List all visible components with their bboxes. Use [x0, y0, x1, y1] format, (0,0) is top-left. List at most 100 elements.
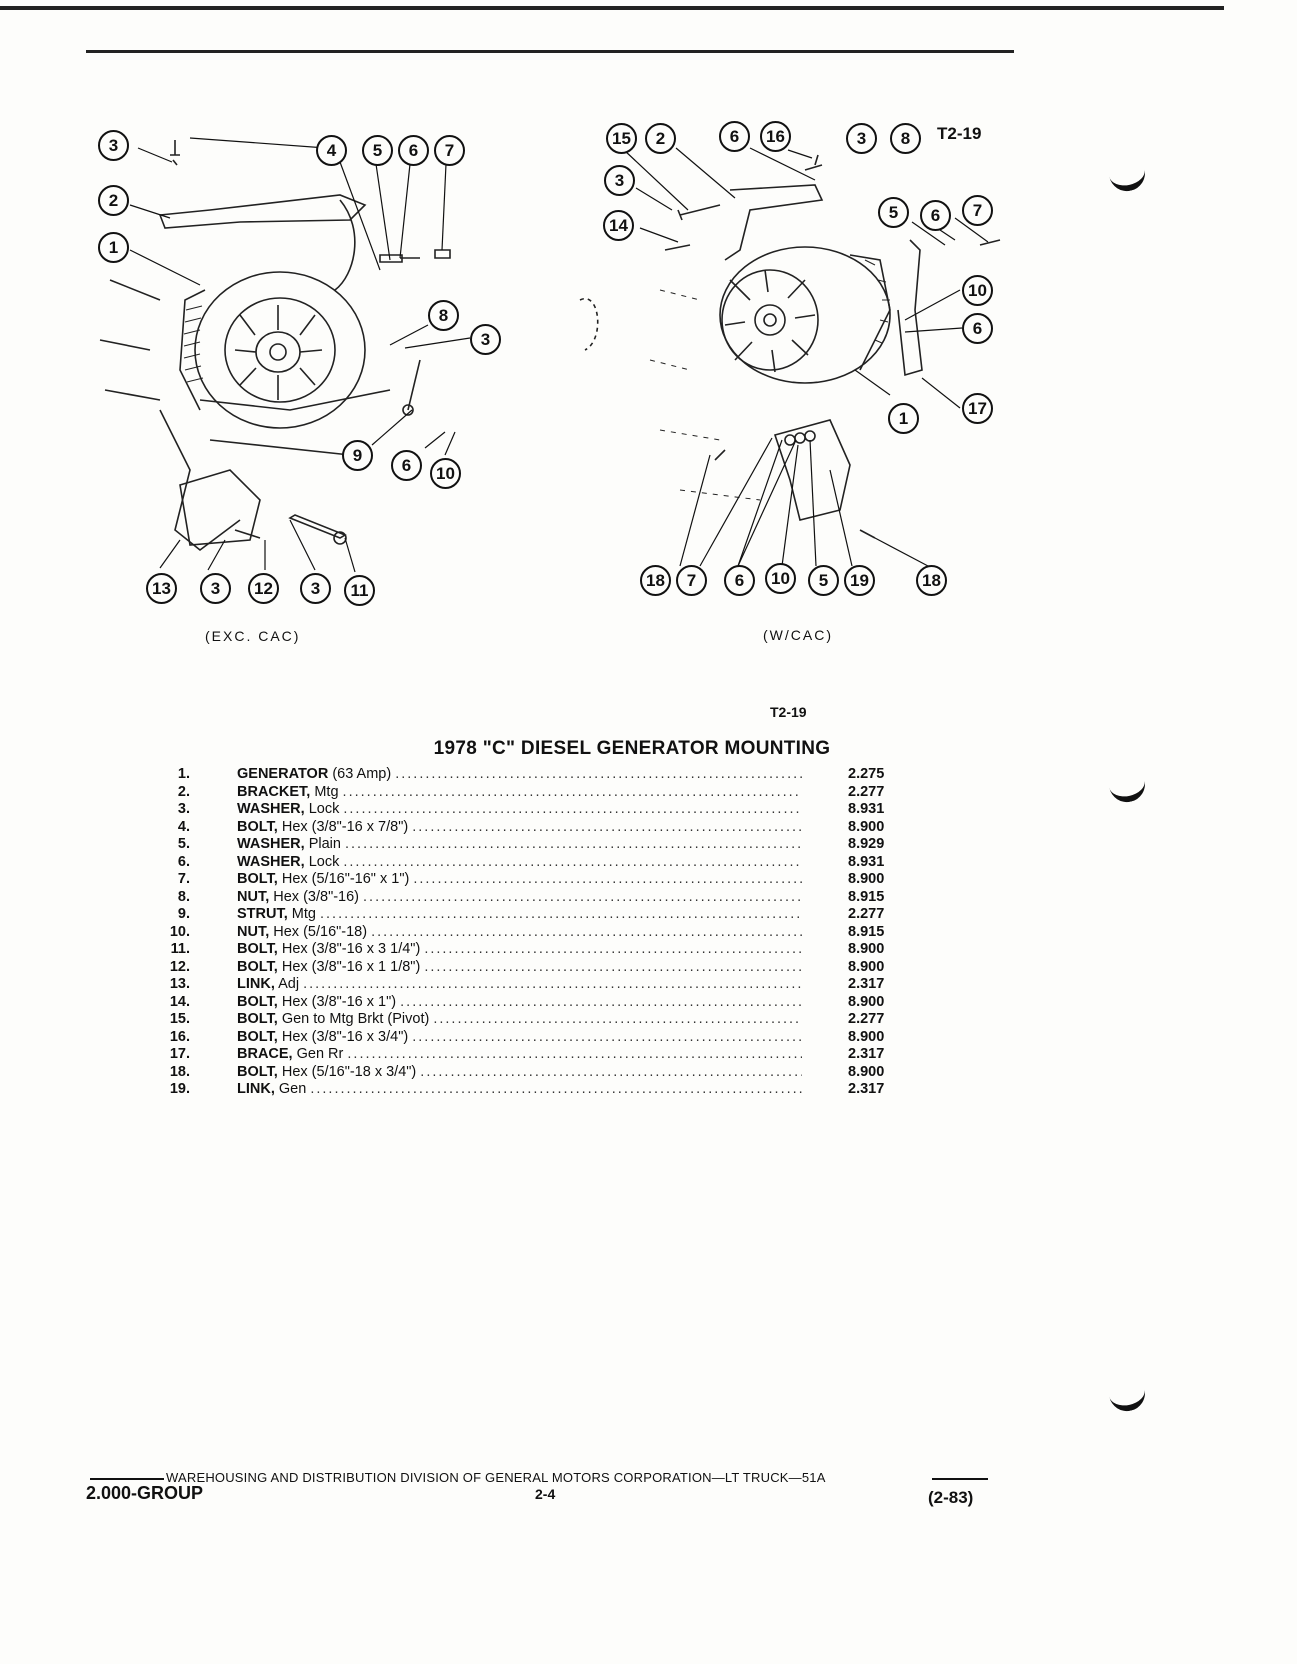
part-number: 3. [177, 801, 190, 817]
left-callout-4: 4 [316, 135, 347, 166]
parts-list-row: 19.LINK, Gen ...........................… [150, 1081, 910, 1099]
left-callout-6b: 6 [391, 450, 422, 481]
left-callout-2: 2 [98, 185, 129, 216]
part-description: LINK, Adj ..............................… [237, 976, 802, 994]
part-spec: Mtg [291, 906, 316, 922]
parts-list-row: 9. STRUT, Mtg ...........................… [150, 906, 910, 924]
part-spec: Hex (3/8"-16 x 1 1/8") [281, 958, 421, 975]
left-callout-11: 11 [344, 575, 375, 606]
left-callout-7: 7 [434, 135, 465, 166]
part-number: 12. [169, 958, 190, 975]
part-description: BOLT, Hex (3/8"-16 x 3 1/4") ...........… [237, 941, 802, 959]
right-callout-3b: 3 [604, 165, 635, 196]
part-description: BRACE, Gen Rr ..........................… [237, 1046, 802, 1064]
part-group-code: 8.929 [848, 836, 885, 852]
leader-dots: ........................................… [400, 993, 802, 1010]
page-number: 2-4 [535, 1486, 556, 1502]
left-callout-8: 8 [428, 300, 459, 331]
part-group-code: 2.277 [848, 783, 885, 800]
left-callout-3b: 3 [470, 324, 501, 355]
part-group-code: 8.915 [848, 923, 885, 940]
part-description: BOLT, Hex (3/8"-16 x 1 1/8") ...........… [237, 959, 802, 977]
part-group-code: 8.900 [848, 1063, 885, 1080]
right-callout-5: 5 [878, 197, 909, 228]
part-number: 11. [170, 941, 190, 957]
part-spec: Mtg [314, 783, 339, 800]
leader-dots: ........................................… [424, 941, 802, 957]
leader-dots: ........................................… [371, 923, 802, 940]
part-description: BOLT, Gen to Mtg Brkt (Pivot) ..........… [237, 1011, 802, 1029]
binder-ring-mark [1107, 772, 1149, 806]
left-callout-12: 12 [248, 573, 279, 604]
part-group-code: 8.915 [848, 888, 885, 905]
part-description: GENERATOR (63 Amp) .....................… [237, 766, 802, 784]
header-rule [86, 50, 1014, 53]
part-description: WASHER, Plain ..........................… [237, 836, 802, 854]
part-name: BOLT, [237, 941, 278, 957]
parts-list-row: 14.BOLT, Hex (3/8"-16 x 1") ............… [150, 994, 910, 1012]
part-group-code: 8.931 [848, 801, 885, 817]
part-spec: (63 Amp) [332, 766, 392, 782]
right-callout-8: 8 [890, 123, 921, 154]
part-name: NUT, [237, 888, 270, 905]
part-name: BOLT, [237, 958, 278, 975]
right-callout-6b: 6 [920, 200, 951, 231]
part-spec: Hex (3/8"-16) [273, 888, 359, 905]
leader-dots: ........................................… [413, 871, 802, 887]
part-number: 10. [169, 923, 190, 940]
leader-dots: ........................................… [319, 906, 802, 922]
left-callout-5: 5 [362, 135, 393, 166]
part-name: BOLT, [237, 1028, 278, 1045]
footer-division-text: WAREHOUSING AND DISTRIBUTION DIVISION OF… [166, 1470, 826, 1485]
part-spec: Hex (5/16"-18) [273, 923, 368, 940]
part-group-code: 8.900 [848, 993, 885, 1010]
part-spec: Gen [278, 1081, 307, 1097]
parts-list-row: 2. BRACKET, Mtg .........................… [150, 784, 910, 802]
leader-dots: ........................................… [363, 888, 802, 905]
part-name: BOLT, [237, 818, 278, 835]
parts-list-row: 8.NUT, Hex (3/8"-16) ...................… [150, 889, 910, 907]
part-number: 16. [169, 1028, 190, 1045]
part-group-code: 2.277 [848, 1011, 885, 1027]
part-number: 18. [169, 1063, 190, 1080]
parts-list-row: 3.WASHER, Lock .........................… [150, 801, 910, 819]
part-name: STRUT, [237, 906, 288, 922]
part-group-code: 2.317 [848, 1081, 885, 1097]
part-number: 1. [177, 766, 190, 782]
part-name: BOLT, [237, 1011, 278, 1027]
part-group-code: 8.931 [848, 853, 885, 870]
part-description: NUT, Hex (3/8"-16) .....................… [237, 889, 802, 907]
part-description: BOLT, Hex (3/8"-16 x 3/4") .............… [237, 1029, 802, 1047]
part-number: 15. [169, 1011, 190, 1027]
left-figure-caption: (EXC. CAC) [205, 628, 301, 644]
parts-list: 1. GENERATOR (63 Amp) ...................… [150, 766, 910, 1099]
part-group-code: 8.900 [848, 958, 885, 975]
part-name: WASHER, [237, 801, 305, 817]
leader-dots: ........................................… [395, 766, 802, 782]
part-number: 17. [169, 1046, 190, 1062]
part-number: 19. [169, 1081, 190, 1097]
right-callout-18b: 18 [916, 565, 947, 596]
part-name: WASHER, [237, 836, 305, 852]
part-spec: Hex (3/8"-16 x 3 1/4") [281, 941, 421, 957]
leader-dots: ........................................… [412, 1028, 802, 1045]
part-description: BOLT, Hex (5/16"-18 x 3/4") ............… [237, 1064, 802, 1082]
right-callout-5b: 5 [808, 565, 839, 596]
right-callout-17: 17 [962, 393, 993, 424]
part-number: 5. [177, 836, 190, 852]
part-number: 9. [177, 906, 190, 922]
part-group-code: 2.277 [848, 906, 885, 922]
part-name: GENERATOR [237, 766, 329, 782]
left-callout-10: 10 [430, 458, 461, 489]
part-description: BRACKET, Mtg ...........................… [237, 784, 802, 802]
parts-list-title: 1978 "C" DIESEL GENERATOR MOUNTING [433, 738, 831, 759]
part-spec: Gen Rr [296, 1046, 344, 1062]
parts-list-row: 7.BOLT, Hex (5/16"-16" x 1") ...........… [150, 871, 910, 889]
part-number: 2. [177, 783, 190, 800]
right-callout-6d: 6 [724, 565, 755, 596]
left-callout-13: 13 [146, 573, 177, 604]
part-name: BOLT, [237, 1063, 278, 1080]
part-spec: Hex (3/8"-16 x 1") [281, 993, 397, 1010]
parts-list-row: 10.NUT, Hex (5/16"-18) .................… [150, 924, 910, 942]
footer-dash-right [932, 1478, 988, 1480]
